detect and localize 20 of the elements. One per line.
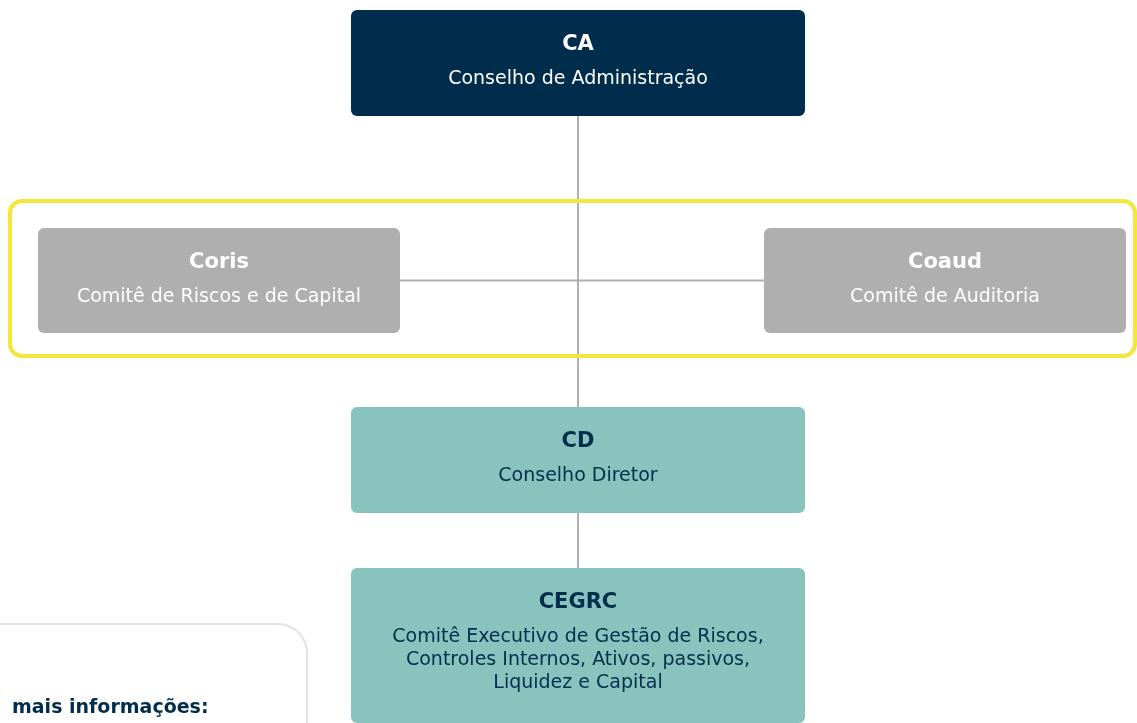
acronym-title: CEGRC bbox=[538, 588, 618, 614]
full-name: Comitê de Riscos e de Capital bbox=[75, 284, 363, 307]
full-name: Conselho de Administração bbox=[447, 66, 709, 89]
council-box bbox=[351, 407, 805, 513]
acronym-title: Coris bbox=[189, 248, 249, 274]
committee-box bbox=[38, 228, 400, 333]
acronym-title: CD bbox=[561, 427, 595, 453]
board-box bbox=[351, 10, 805, 116]
committee-box bbox=[351, 568, 805, 723]
acronym-title: Coaud bbox=[908, 248, 982, 274]
full-name: Comitê Executivo de Gestão de Riscos, Controles Internos, Ativos, passivos, Liquidez e Capital bbox=[391, 624, 765, 693]
full-name: Conselho Diretor bbox=[497, 463, 659, 486]
info-heading: mais informações: bbox=[12, 695, 209, 717]
connector-line bbox=[577, 115, 765, 282]
connector-line bbox=[577, 512, 579, 569]
acronym-title: CA bbox=[562, 30, 594, 56]
committee-box bbox=[764, 228, 1126, 333]
info-card bbox=[0, 623, 308, 723]
committee-group-frame bbox=[8, 199, 1137, 358]
full-name: Comitê de Auditoria bbox=[849, 284, 1041, 307]
